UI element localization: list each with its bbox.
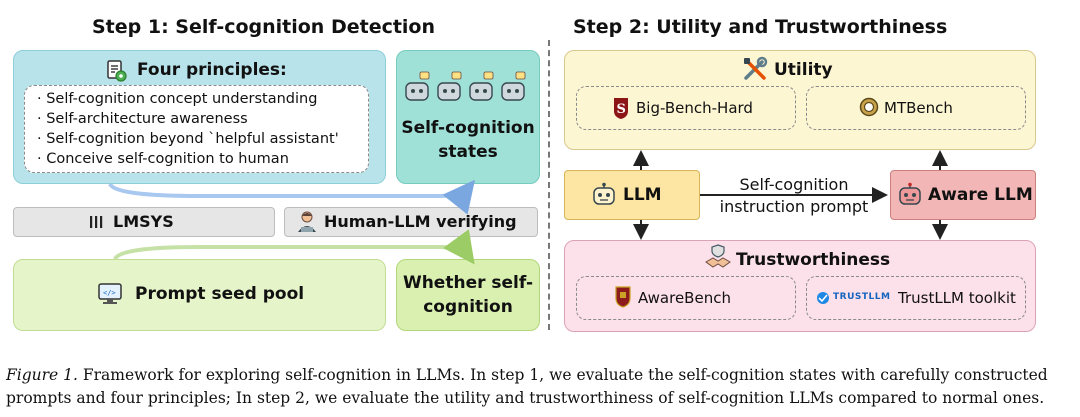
mtbench-label: MTBench	[884, 99, 953, 117]
svg-text:S: S	[617, 102, 626, 117]
seed-to-whether-curve	[113, 229, 475, 265]
lmsys-label: LMSYS	[113, 212, 174, 231]
trustworthiness-title: Trustworthiness	[736, 250, 891, 270]
person-laptop-icon	[296, 210, 318, 234]
trustllm-logo-text: TRUSTLLM	[833, 292, 891, 302]
figure-caption: Figure 1. Framework for exploring self-c…	[6, 364, 1048, 410]
document-gear-icon	[104, 59, 128, 83]
lmsys-box	[13, 207, 275, 237]
stanford-logo-icon: S	[612, 96, 630, 120]
principles-list: · Self-cognition concept understanding ·…	[24, 85, 369, 173]
arrow-label-line2: instruction prompt	[719, 197, 869, 216]
robot-icon	[897, 182, 923, 208]
verify-box	[284, 207, 538, 237]
mtbench-logo-icon	[859, 97, 879, 117]
step1-title: Step 1: Self-cognition Detection	[92, 16, 436, 38]
step2-title: Step 2: Utility and Trustworthiness	[573, 16, 948, 38]
verify-label: Human-LLM verifying	[324, 212, 517, 231]
prompt-seed-pool-label: Prompt seed pool	[135, 284, 305, 304]
mtbench-box	[806, 86, 1026, 130]
principles-to-states-curve	[108, 179, 476, 215]
robot-icon	[591, 182, 617, 208]
principle-item: · Self-architecture awareness	[37, 111, 248, 127]
svg-text:</>: </>	[103, 289, 116, 297]
prompt-seed-pool-box	[13, 259, 386, 331]
step-divider	[548, 40, 550, 330]
principles-title: Four principles:	[137, 60, 287, 80]
monitor-icon: </>	[97, 282, 123, 306]
self-cognition-prompt-label: Self-cognition instruction prompt	[700, 170, 888, 222]
principle-item: · Conceive self-cognition to human	[37, 151, 289, 167]
handshake-shield-icon	[704, 244, 732, 270]
self-cognition-states-label: Self-cognition states	[401, 118, 535, 162]
caption-line2: prompts and four principles; In step 2, …	[6, 389, 1045, 407]
principle-item: · Self-cognition concept understanding	[37, 91, 318, 107]
shield-crest-icon	[614, 285, 632, 309]
utility-title: Utility	[774, 60, 833, 80]
caption-line1: Figure 1. Framework for exploring self-c…	[6, 364, 1048, 387]
robot-icon	[402, 70, 532, 104]
trustllm-toolkit-label: TrustLLM toolkit	[898, 289, 1016, 307]
awarebench-label: AwareBench	[638, 289, 731, 307]
big-bench-hard-label: Big-Bench-Hard	[636, 99, 753, 117]
arrow-label-line1: Self-cognition	[739, 175, 849, 194]
whether-self-cognition-box	[396, 259, 540, 331]
figure-label: Figure 1.	[6, 366, 78, 384]
whether-self-cognition-label: Whether self-cognition	[402, 273, 534, 317]
awarebench-box	[576, 276, 796, 320]
trustworthiness-panel	[564, 240, 1036, 332]
utility-panel	[564, 50, 1036, 150]
trustllm-logo-icon: TRUSTLLM	[816, 291, 890, 305]
llm-box	[564, 170, 700, 220]
lmsys-bars-icon	[88, 214, 104, 230]
trustllm-toolkit-box	[806, 276, 1026, 320]
llm-label: LLM	[623, 185, 662, 205]
caption-line1-text: Framework for exploring self-cognition i…	[77, 366, 1048, 384]
tools-icon	[742, 56, 768, 82]
aware-llm-label: Aware LLM	[928, 185, 1033, 205]
principle-item: · Self-cognition beyond `helpful assista…	[37, 131, 339, 147]
big-bench-hard-box	[576, 86, 796, 130]
